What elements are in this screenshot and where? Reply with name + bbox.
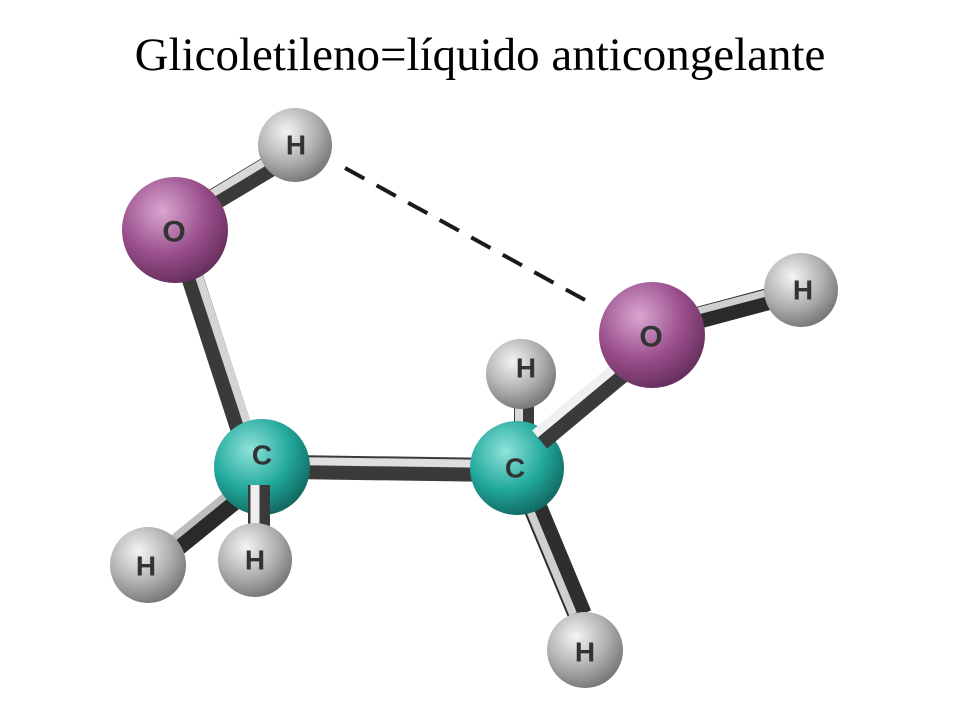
atom-c-left: C — [214, 419, 310, 515]
atom-c-right: C — [470, 421, 564, 515]
atom-h-right-bottom: H — [547, 612, 623, 688]
atom-label: C — [505, 453, 525, 484]
atom-label: H — [575, 637, 595, 668]
bond-o-right-h-right — [687, 285, 783, 331]
atom-label: O — [162, 216, 185, 249]
atom-label: H — [286, 130, 306, 161]
hydrogen-bond-dashed-line — [344, 166, 586, 302]
atom-h-left-bottom: H — [110, 527, 186, 603]
atom-label: C — [252, 440, 272, 471]
bond-c-left-c-right — [289, 455, 501, 482]
bond-c-right-h-right-bottom — [518, 490, 592, 620]
atom-label: H — [516, 353, 536, 384]
atom-o-left: O — [122, 177, 228, 283]
atom-h-left-front: H — [218, 523, 292, 597]
bond-c-right-o-right — [532, 356, 638, 449]
atom-h-right-back: H — [486, 339, 556, 409]
atom-label: O — [639, 321, 662, 354]
atom-label: H — [136, 551, 156, 582]
atom-h-right: H — [764, 253, 838, 327]
bond-o-left-c-left — [174, 251, 256, 444]
atom-label: H — [793, 275, 813, 306]
atom-h-top: H — [258, 108, 332, 182]
atom-label: H — [245, 545, 265, 576]
slide-title: Glicoletileno=líquido anticongelante — [134, 29, 826, 81]
atom-o-right: O — [599, 282, 705, 388]
